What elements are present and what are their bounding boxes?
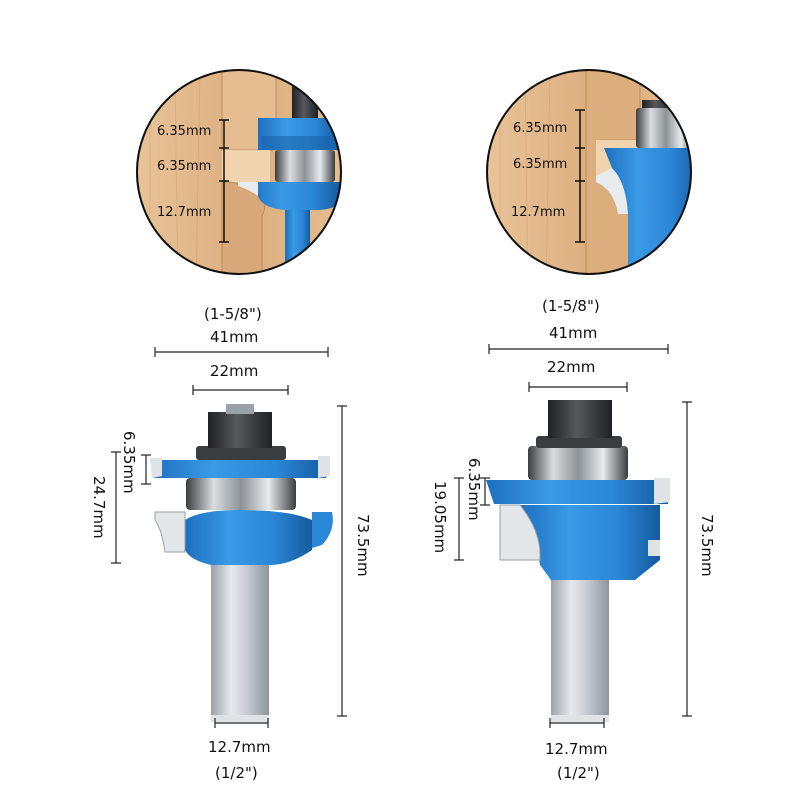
left-shank-mm: 12.7mm xyxy=(208,738,271,756)
right-diameter-inch: (1-5/8") xyxy=(542,297,600,315)
right-total-length: 73.5mm xyxy=(698,514,716,577)
left-cut-height: 24.7mm xyxy=(90,476,108,539)
right-dimension-lines xyxy=(454,344,692,728)
right-inset-circle xyxy=(486,69,692,275)
right-shank-mm: 12.7mm xyxy=(545,740,608,758)
right-diameter-mm: 41mm xyxy=(549,324,598,342)
left-diameter-inch: (1-5/8") xyxy=(204,305,262,323)
right-router-bit xyxy=(486,400,670,722)
left-total-length: 73.5mm xyxy=(354,514,372,577)
left-inset-circle xyxy=(136,69,342,275)
right-inset-label-mid: 6.35mm xyxy=(513,157,568,172)
right-shank-inch: (1/2") xyxy=(557,764,600,782)
left-bearing-mm: 22mm xyxy=(210,362,259,380)
left-dimension-lines xyxy=(111,347,347,728)
right-small-height: 6.35mm xyxy=(465,458,483,521)
left-inset-label-top: 6.35mm xyxy=(157,124,212,139)
right-cut-height: 19.05mm xyxy=(431,481,449,554)
left-inset-label-bottom: 12.7mm xyxy=(157,205,212,220)
left-shank-inch: (1/2") xyxy=(215,764,258,782)
left-router-bit xyxy=(150,404,333,722)
left-diameter-mm: 41mm xyxy=(210,328,259,346)
right-inset-label-top: 6.35mm xyxy=(513,121,568,136)
right-inset-label-bottom: 12.7mm xyxy=(511,205,566,220)
left-small-height: 6.35mm xyxy=(120,431,138,494)
left-inset-label-mid: 6.35mm xyxy=(157,159,212,174)
right-bearing-mm: 22mm xyxy=(547,358,596,376)
